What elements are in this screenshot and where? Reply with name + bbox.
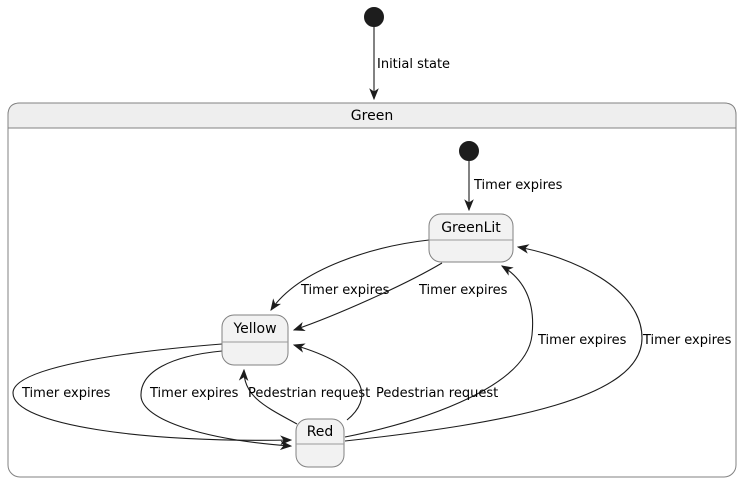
transition-label: Pedestrian request (376, 386, 498, 401)
state-yellow-box (221, 314, 289, 366)
transition-label: Timer expires (473, 178, 563, 193)
transition-red-to-yellow-arrow (238, 368, 298, 425)
composite-state-green-titlebar (7, 102, 737, 129)
transition-label: Timer expires (21, 386, 111, 401)
transition-label: Timer expires (418, 283, 508, 298)
state-red-box (295, 418, 345, 468)
outer-initial-state-dot (364, 7, 384, 27)
transition-label: Timer expires (300, 283, 390, 298)
transition-yellow-to-red-arrow (12, 343, 293, 446)
state-greenlit-box (428, 213, 514, 263)
transition-yellow-to-red-arrow (140, 350, 293, 451)
transition-label: Timer expires (537, 333, 627, 348)
transition-greenlit-to-yellow-arrow (270, 239, 430, 311)
state-red: Red (295, 418, 345, 468)
transition-red-to-yellow-arrow (292, 343, 363, 421)
transition-red-to-greenlit-arrow (344, 244, 643, 442)
state-name-label: Red (307, 424, 334, 440)
state-name-label: GreenLit (441, 220, 501, 236)
composite-state-name: Green (351, 108, 393, 124)
state-name-label: Yellow (232, 321, 276, 337)
transition-label: Pedestrian request (248, 386, 370, 401)
transition-greenlit-to-yellow-arrow (292, 262, 443, 332)
transition-label: Initial state (377, 57, 450, 72)
inner-initial-state-dot (459, 141, 479, 161)
state-yellow: Yellow (221, 314, 289, 366)
transition-label: Timer expires (642, 333, 732, 348)
transition-red-to-greenlit-arrow (344, 265, 534, 438)
transition-label: Timer expires (149, 386, 239, 401)
state-greenlit: GreenLit (428, 213, 514, 263)
